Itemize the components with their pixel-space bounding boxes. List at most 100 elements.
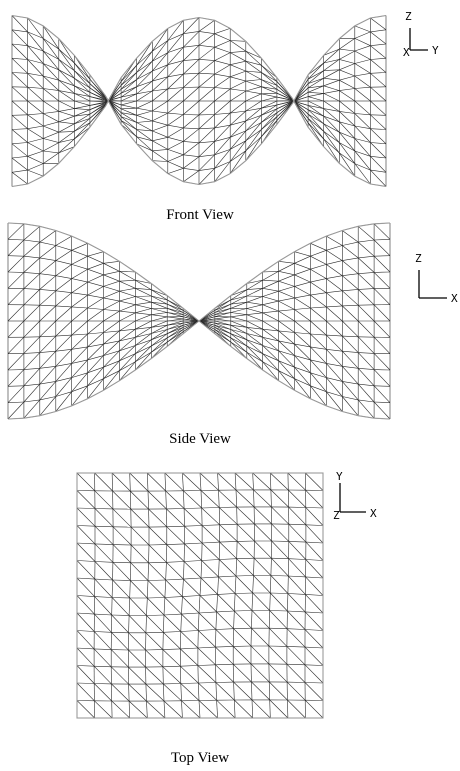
side-view-mesh-diagonal: [294, 251, 311, 257]
top-view-mesh-line: [270, 575, 272, 594]
side-view-mesh-line: [103, 370, 120, 379]
front-view-mesh-line: [183, 127, 200, 130]
side-view-mesh-line: [246, 288, 263, 297]
front-view-mesh-diagonal: [339, 100, 355, 114]
top-view-mesh-line: [146, 597, 148, 616]
front-view-mesh-diagonal: [27, 17, 44, 39]
top-view-mesh-diagonal: [268, 645, 288, 665]
front-view-mesh-diagonal: [74, 122, 91, 132]
front-view-mesh-line: [120, 116, 137, 130]
front-view-mesh-diagonal: [214, 137, 231, 155]
side-view-mesh-line: [23, 399, 40, 403]
top-view-mesh-line: [111, 632, 129, 634]
front-view-mesh-diagonal: [120, 120, 137, 130]
top-view-mesh-diagonal: [148, 562, 166, 581]
top-view-mesh-line: [217, 472, 219, 491]
top-view-mesh-diagonal: [146, 615, 164, 633]
front-view-mesh-diagonal: [261, 96, 277, 102]
top-view-mesh-line: [270, 472, 272, 490]
top-view-mesh-line: [166, 561, 185, 563]
side-view-mesh-diagonal: [23, 289, 41, 306]
front-view-mesh-diagonal: [370, 100, 387, 116]
side-view-mesh-diagonal: [39, 381, 57, 401]
side-view-mesh-line: [358, 239, 375, 243]
front-view-mesh-line: [354, 73, 371, 77]
side-view-mesh-line: [246, 339, 263, 346]
side-view-mesh-diagonal: [230, 329, 247, 341]
front-view-mesh-diagonal: [183, 100, 200, 115]
side-view-mesh-diagonal: [167, 303, 184, 311]
top-view-mesh-line: [163, 614, 165, 633]
front-view-mesh-diagonal: [307, 100, 324, 109]
front-view-mesh-diagonal: [230, 70, 246, 78]
front-view-mesh-line: [214, 87, 231, 90]
side-view-mesh-line: [135, 352, 152, 363]
front-view-mesh-line: [167, 73, 184, 78]
front-view-mesh-line: [167, 149, 184, 156]
front-view-mesh-diagonal: [74, 70, 91, 89]
front-view-mesh-diagonal: [245, 122, 262, 141]
side-view-mesh-line: [262, 337, 279, 342]
front-view-mesh-line: [58, 115, 75, 123]
front-view-mesh-line: [27, 125, 44, 129]
side-view-mesh-line: [55, 363, 72, 367]
side-view-mesh-diagonal: [7, 353, 25, 371]
side-view-mesh-line: [278, 286, 295, 292]
front-view-mesh-diagonal: [27, 31, 44, 52]
top-view-mesh-line: [234, 699, 236, 719]
top-view-mesh-line: [94, 665, 112, 668]
side-view-mesh-line: [214, 303, 231, 313]
side-view-mesh-diagonal: [326, 264, 343, 276]
side-view-mesh-diagonal: [182, 312, 200, 322]
front-view-mesh-diagonal: [354, 138, 371, 157]
side-view-vertical-axis-label: Z: [415, 252, 422, 265]
top-view-mesh-diagonal: [287, 472, 306, 491]
front-view-mesh-diagonal: [167, 114, 184, 126]
side-view-mesh-diagonal: [23, 304, 41, 322]
top-view-mesh-line: [180, 666, 182, 684]
top-view-mesh-diagonal: [111, 700, 130, 719]
front-view-mesh-diagonal: [230, 80, 246, 90]
side-view-mesh-line: [151, 301, 168, 309]
front-view-mesh-diagonal: [152, 76, 169, 92]
top-view-mesh-diagonal: [163, 614, 182, 632]
top-view-mesh-line: [147, 580, 149, 599]
side-view-mesh-diagonal: [214, 329, 231, 343]
side-view-mesh-diagonal: [182, 320, 200, 328]
side-view-mesh-diagonal: [23, 273, 41, 289]
side-view-mesh-line: [103, 360, 120, 368]
side-view-mesh-line: [167, 299, 184, 311]
side-view-mesh-diagonal: [357, 257, 375, 273]
top-view-mesh-diagonal: [145, 683, 165, 702]
side-view-mesh-line: [358, 368, 375, 370]
top-view-mesh-line: [180, 647, 198, 650]
top-view-mesh-line: [218, 507, 220, 525]
side-view-mesh-line: [167, 312, 184, 317]
side-view-mesh-diagonal: [326, 363, 343, 382]
front-view-mesh-line: [198, 127, 215, 130]
top-view-mesh-line: [182, 472, 184, 491]
side-view-mesh-line: [230, 337, 247, 347]
front-view-mesh-line: [27, 59, 44, 64]
top-view-mesh-diagonal: [201, 560, 219, 578]
front-view-mesh-diagonal: [74, 118, 90, 125]
front-view-mesh-line: [74, 118, 91, 132]
front-view-mesh-diagonal: [89, 96, 106, 102]
front-view-mesh-diagonal: [120, 116, 137, 123]
top-view-mesh-diagonal: [234, 699, 253, 719]
top-view-mesh-line: [164, 596, 183, 598]
front-view-mesh-line: [11, 58, 28, 60]
top-view-mesh-diagonal: [236, 506, 255, 525]
side-view-mesh-diagonal: [198, 320, 215, 326]
top-view-mesh-line: [235, 592, 253, 594]
side-view-mesh-diagonal: [262, 304, 279, 312]
side-view-mesh-line: [262, 271, 279, 281]
top-view-mesh-line: [163, 631, 181, 633]
top-view-mesh-line: [164, 472, 166, 492]
front-view-mesh-diagonal: [354, 50, 371, 60]
side-view-mesh-diagonal: [55, 306, 72, 322]
front-view-mesh-diagonal: [276, 101, 293, 110]
front-view-mesh-diagonal: [339, 90, 355, 102]
side-view-mesh-line: [119, 280, 136, 289]
front-view-mesh-line: [74, 113, 91, 125]
